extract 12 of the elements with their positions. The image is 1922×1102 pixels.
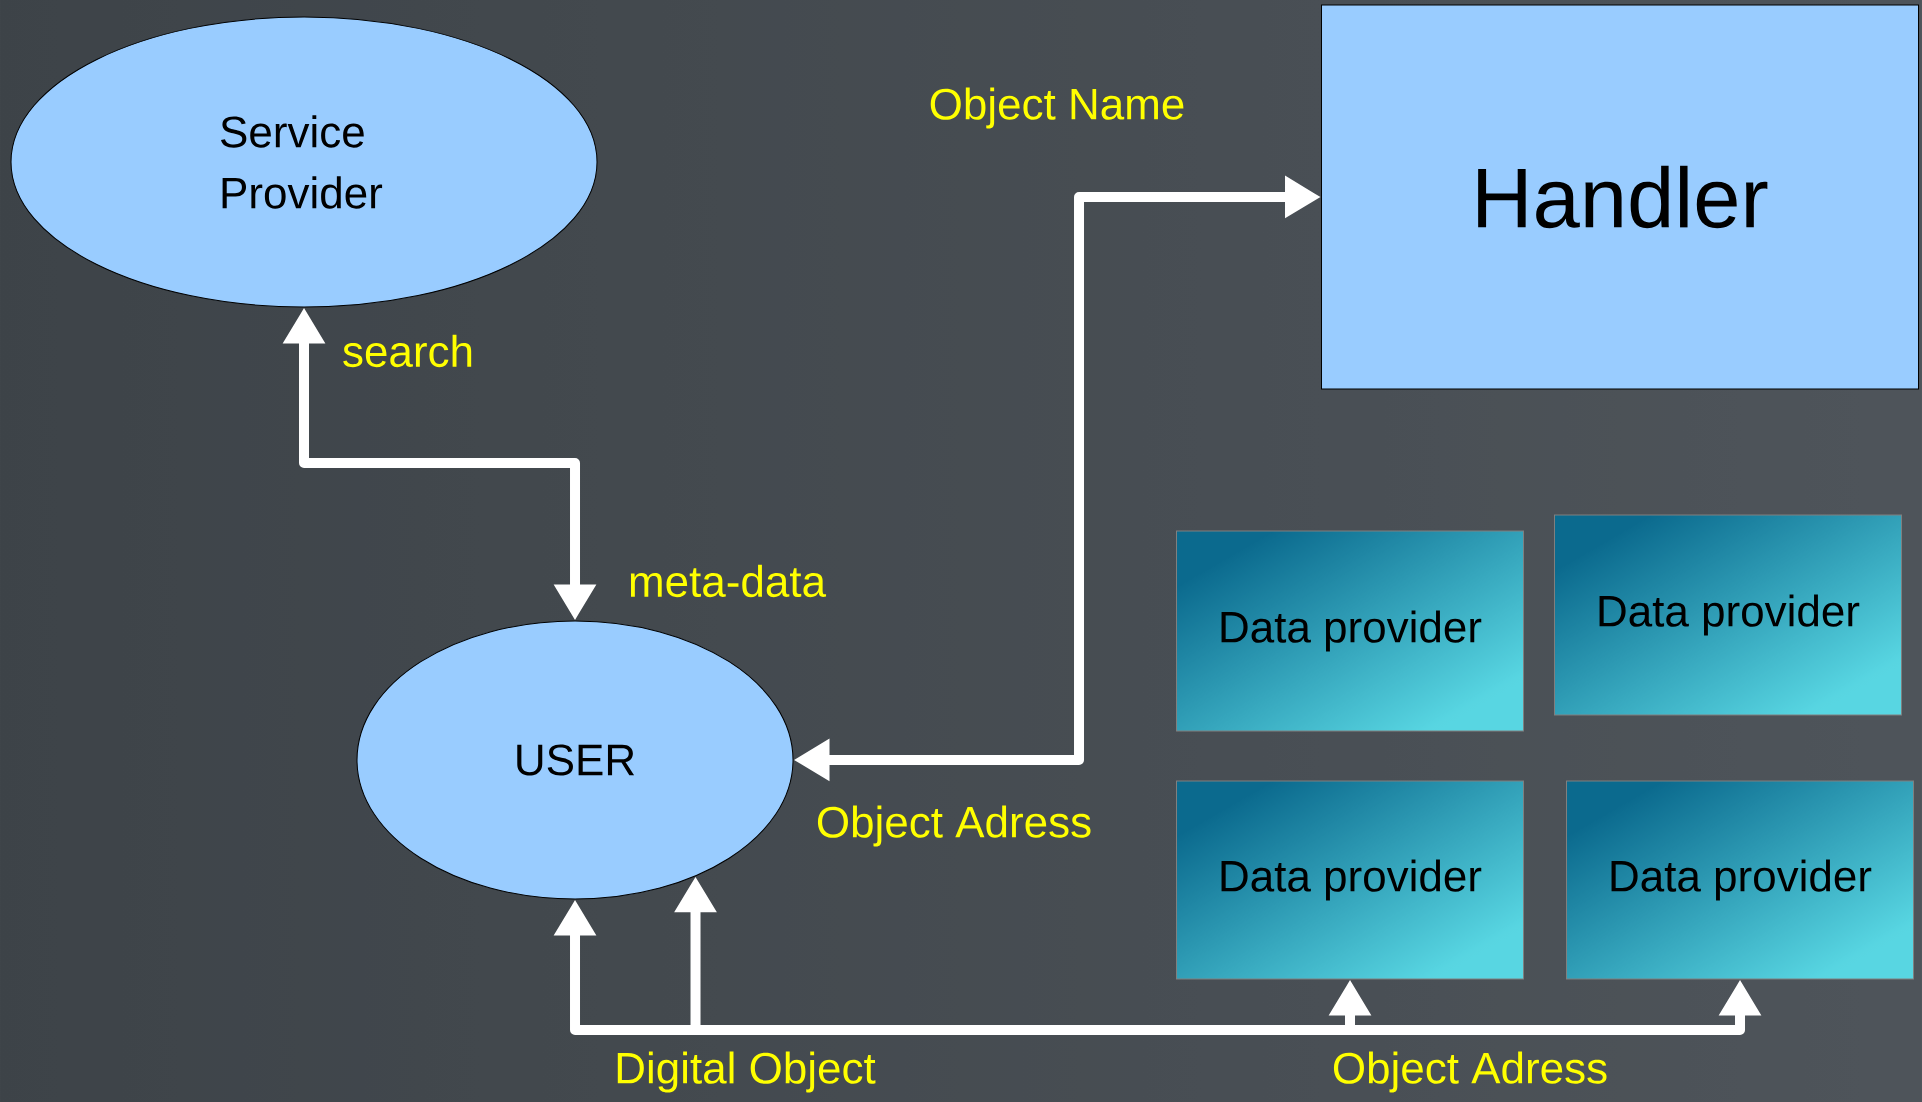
- data-provider-box: Data provider: [1176, 530, 1524, 732]
- data-provider-box: Data provider: [1566, 780, 1914, 980]
- text-label: Digital Object: [617, 1051, 876, 1093]
- text-label: Object Adress: [1333, 1051, 1607, 1093]
- handler-box: Handler: [1321, 4, 1919, 390]
- text-label: Object Name: [930, 87, 1184, 129]
- data-provider-box: Data provider: [1554, 514, 1902, 716]
- text-label: search: [343, 334, 472, 368]
- data-provider-box: Data provider: [1176, 780, 1524, 980]
- ellipse-node: Service Provider: [10, 16, 598, 308]
- ellipse-node: USER: [356, 620, 794, 900]
- text-label: Object Adress: [817, 805, 1091, 847]
